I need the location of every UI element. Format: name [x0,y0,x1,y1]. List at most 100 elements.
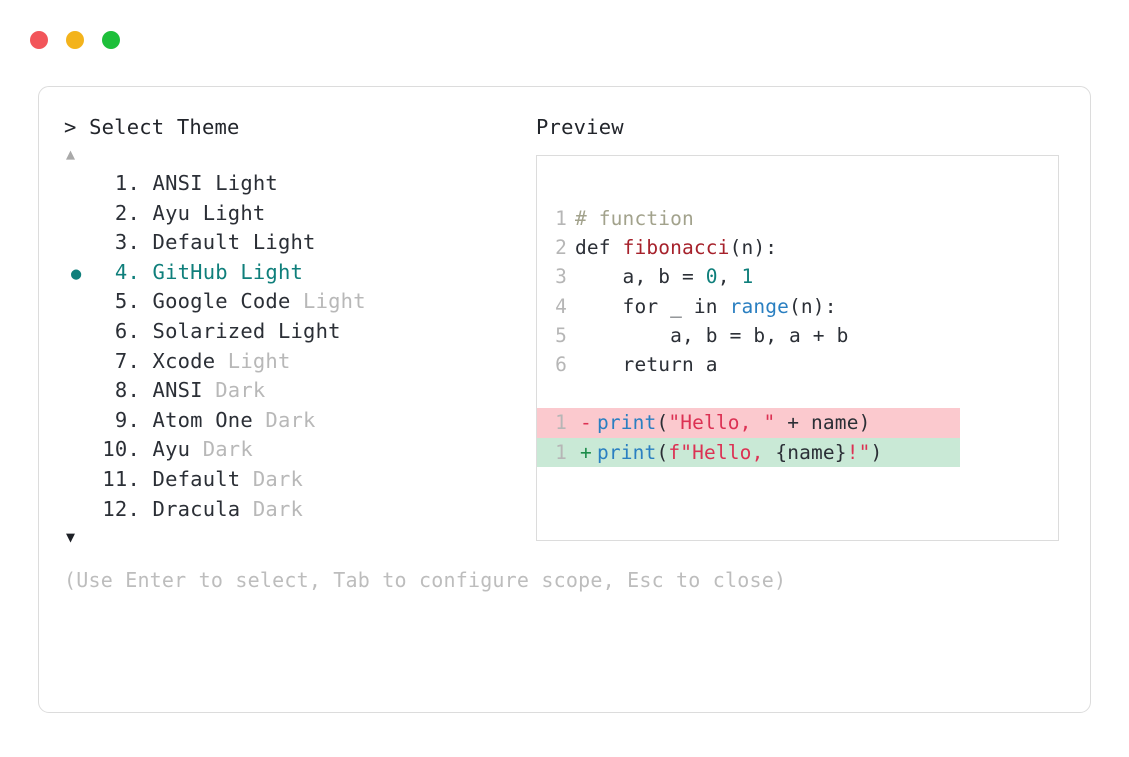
code-source: # function [575,204,694,233]
line-number: 3 [555,265,567,289]
theme-item-label: ANSI [140,378,216,403]
line-number: 4 [555,294,567,318]
scroll-down-icon[interactable]: ▼ [66,528,76,547]
code-token-func: fibonacci [622,236,730,260]
code-token-string: "Hello, " [668,411,776,435]
scroll-up-icon[interactable]: ▲ [66,145,76,163]
code-token-builtin: print [597,440,657,464]
code-source: a, b = 0, 1 [575,262,754,291]
theme-item-index: 10. [102,437,140,462]
theme-item-label: GitHub Light [140,259,304,284]
selected-bullet-icon: ● [71,263,82,284]
line-number: 1 [555,207,567,230]
code-token-plain: {name} [775,440,847,464]
code-token-plain: def [575,236,623,260]
code-token-plain: a, b = [575,265,706,289]
line-number: 1 [555,411,567,435]
theme-item-index: 1. [114,171,140,195]
theme-item-variant: Light [303,289,366,314]
code-line: 2 def fibonacci(n): [537,233,1058,262]
diff-line-del: 1-print("Hello, " + name) [537,408,960,438]
theme-list-item[interactable]: ● 4. GitHub Light [64,258,534,288]
theme-item-index: 12. [102,496,140,521]
code-line: 3 a, b = 0, 1 [537,262,1058,291]
theme-item-variant: Dark [265,407,316,432]
theme-list-item[interactable]: 10. Ayu Dark [64,435,534,465]
diff-marker: - [580,411,592,435]
theme-list-item[interactable]: 7. Xcode Light [64,347,534,377]
code-token-plain: (n): [729,236,778,260]
theme-item-label: Ayu Light [140,200,266,225]
theme-list-item[interactable]: 11. Default Dark [64,465,534,495]
theme-item-label: Dracula [140,496,253,521]
line-number: 1 [555,440,567,464]
theme-item-label: Google Code [140,289,304,314]
theme-list-item[interactable]: 8. ANSI Dark [64,376,534,406]
theme-item-index: 5. [114,289,140,314]
code-spacer [537,379,1058,408]
code-token-string: f"Hello, [668,440,776,464]
code-line: 6 return a [537,350,1058,379]
code-source: a, b = b, a + b [575,321,848,350]
diff-lines: 1-print("Hello, " + name)1+print(f"Hello… [537,408,1058,467]
theme-list-item[interactable]: 9. Atom One Dark [64,406,534,436]
theme-list-item[interactable]: 6. Solarized Light [64,317,534,347]
theme-list-item[interactable]: 5. Google Code Light [64,287,534,317]
code-token-plain: return a [575,352,718,376]
code-source: print(f"Hello, {name}!") [597,438,882,467]
minimize-window-button[interactable] [66,31,84,49]
theme-item-label: Default Light [140,230,316,255]
code-token-plain: , [717,265,742,289]
theme-item-index: 9. [114,407,140,432]
window-controls [30,31,120,49]
theme-item-index: 4. [114,259,140,284]
code-token-builtin: range [729,294,790,318]
theme-item-index: 3. [114,230,140,255]
code-line: 4 for _ in range(n): [537,292,1058,321]
code-token-plain: for _ in [575,294,730,318]
theme-item-variant: Light [227,348,291,373]
code-token-builtin: print [597,411,657,435]
theme-item-label: Ayu [140,437,203,462]
code-source: return a [575,350,718,379]
code-token-plain: ( [656,440,669,464]
theme-item-label: Atom One [140,407,266,432]
code-token-plain: ) [870,440,883,464]
theme-list-item[interactable]: 3. Default Light [64,228,534,258]
theme-item-index: 6. [114,318,140,343]
theme-list-item[interactable]: 2. Ayu Light [64,199,534,229]
code-token-number: 1 [741,265,754,289]
code-token-plain: (n): [789,294,837,318]
code-source: print("Hello, " + name) [597,408,870,437]
code-line: 1 # function [537,204,1058,233]
code-token-plain: a, b = b, a + b [575,323,849,347]
theme-list-item[interactable]: 12. Dracula Dark [64,495,534,525]
theme-item-variant: Dark [252,466,304,491]
theme-list-item[interactable]: 1. ANSI Light [64,169,534,199]
theme-item-label: Xcode [140,348,228,373]
code-token-plain: ( [656,411,669,435]
line-number: 2 [555,236,567,260]
theme-item-variant: Dark [202,437,253,462]
theme-item-index: 8. [114,378,140,403]
theme-item-variant: Dark [215,378,266,403]
page-title: > Select Theme [64,115,240,139]
code-token-number: 0 [705,265,718,289]
theme-item-label: Solarized Light [140,318,341,343]
maximize-window-button[interactable] [102,31,120,49]
diff-line-add: 1 +print(f"Hello, {name}!") [537,437,960,467]
code-source: for _ in range(n): [575,292,837,321]
diff-marker: + [580,440,592,464]
theme-item-index: 2. [114,200,140,225]
theme-item-label: ANSI Light [140,171,278,195]
line-number: 6 [555,352,567,376]
code-token-comment: # function [575,207,694,230]
keyboard-hint: (Use Enter to select, Tab to configure s… [64,568,787,593]
code-line: 5 a, b = b, a + b [537,321,1058,350]
close-window-button[interactable] [30,31,48,49]
